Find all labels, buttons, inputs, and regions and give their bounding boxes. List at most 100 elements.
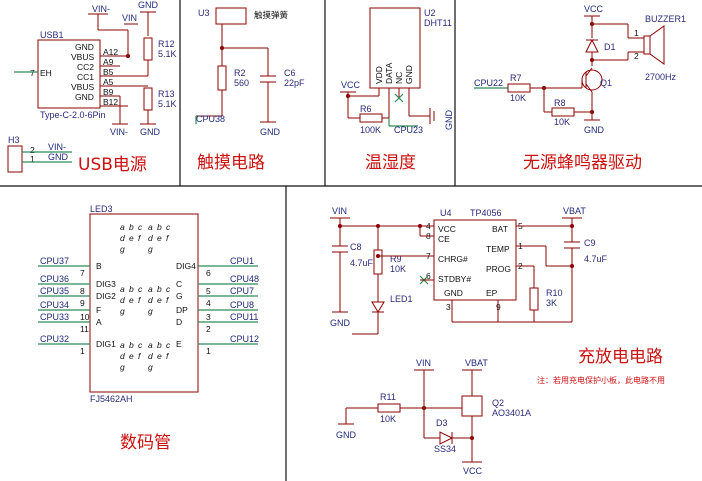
display-left-net: CPU34 — [40, 300, 69, 310]
display-right-pin: G — [176, 291, 183, 301]
u4-left-3: STDBY# — [438, 274, 471, 284]
u4-lnum-3: 6 — [426, 271, 431, 281]
display-left-num: 7 — [80, 268, 85, 278]
u4-right-1: TEMP — [486, 244, 510, 254]
r11-val: 10K — [380, 414, 396, 424]
display-left-net: CPU35 — [40, 286, 69, 296]
u4-lnum-4: 3 — [446, 302, 451, 312]
temp-section: U2 DHT11 VDD DATA NC GND VCC R6 100K CPU… — [340, 7, 454, 135]
display-left-net: CPU33 — [40, 312, 69, 322]
r10-ref: R10 — [546, 288, 563, 298]
buzzer-vcc: VCC — [584, 4, 604, 14]
usb-section: USB1 GND VBUS CC2 CC1 VBUS GND A12 A9 B5… — [7, 0, 177, 173]
display-right-net: CPU11 — [230, 312, 258, 322]
q2-ref: Q2 — [492, 398, 504, 408]
usb-eh-num: 7 — [30, 68, 35, 78]
d1-ref: D1 — [604, 42, 616, 52]
title-charge: 充放电电路 — [578, 347, 663, 367]
segment-label: c — [138, 340, 143, 350]
usb-pin-3: CC1 — [77, 72, 94, 82]
temp-gnd: GND — [444, 110, 454, 131]
segment-label: d — [148, 295, 153, 305]
r12-body — [143, 37, 153, 61]
r11-ref: R11 — [380, 392, 396, 402]
usb-num-3: A5 — [103, 77, 114, 87]
r9-body — [373, 249, 383, 275]
h3-body — [7, 145, 23, 173]
usb-eh: EH — [40, 68, 52, 78]
display-right-net: CPU48 — [230, 274, 259, 284]
usb-vin2: VIN — [122, 13, 137, 23]
segment-label: a — [148, 284, 153, 294]
buzzer-section: VCC D1 1 2 BUZZER1 2700Hz Q1 GND CPU22 R… — [474, 4, 686, 135]
display-left-pin: B — [96, 261, 102, 271]
display-right-net: CPU1 — [230, 256, 254, 266]
usb-num-0: A12 — [103, 47, 118, 57]
led1-diode — [371, 301, 385, 313]
segment-label: f — [138, 351, 142, 361]
r10-val: 3K — [546, 298, 557, 308]
u4-left-4: GND — [444, 288, 463, 298]
display-left-net: CPU32 — [40, 334, 69, 344]
r8-val: 10K — [554, 117, 570, 127]
q2-vbat: VBAT — [465, 358, 488, 368]
r6-val: 100K — [360, 125, 381, 135]
u4-right-2: PROG — [486, 264, 511, 274]
segment-label: c — [138, 222, 143, 232]
h3-pin-1: 1 — [30, 154, 35, 164]
r7-ref: R7 — [510, 73, 522, 83]
segment-label: c — [138, 284, 143, 294]
display-right-pin: DP — [176, 305, 188, 315]
r8-body — [551, 107, 575, 117]
segment-label: f — [138, 295, 142, 305]
display-right-num: 5 — [206, 286, 211, 296]
usb-vin-top: VIN- — [92, 4, 110, 14]
display-right-pin: E — [176, 339, 182, 349]
r11-body — [377, 403, 401, 413]
h3-net-1: GND — [48, 152, 69, 162]
segment-label: b — [157, 340, 162, 350]
r11-gnd: GND — [336, 430, 357, 440]
q2-mosfet — [461, 395, 483, 417]
display-right-net: CPU12 — [230, 334, 259, 344]
segment-label: g — [148, 306, 153, 316]
r8-ref: R8 — [554, 98, 566, 108]
display-right-pin: D — [176, 317, 182, 327]
segment-label: e — [157, 233, 162, 243]
usb-pin-1: VBUS — [71, 52, 94, 62]
c6-ref: C6 — [284, 68, 296, 78]
display-right-pin: DIG4 — [176, 261, 196, 271]
c8-val: 4.7uF — [350, 258, 374, 268]
u4-left-2: CHRG# — [438, 254, 468, 264]
u2-pin-data: DATA — [384, 62, 394, 84]
d3-ref: D3 — [436, 418, 448, 428]
buzzer-horn-icon — [649, 25, 665, 65]
q2-val: AO3401A — [492, 408, 531, 418]
display-right-pin: C — [176, 279, 182, 289]
u4-body — [433, 219, 517, 301]
segment-label: f — [166, 295, 170, 305]
usb-gnd-top: GND — [138, 0, 159, 10]
usb-num-5: B12 — [103, 97, 118, 107]
led1-ref: LED1 — [390, 294, 413, 304]
r6-body — [359, 113, 383, 123]
led3-body — [89, 213, 199, 393]
display-right-num: 2 — [206, 324, 211, 334]
segment-label: a — [148, 222, 153, 232]
segment-label: b — [129, 340, 134, 350]
segment-label: b — [157, 222, 162, 232]
r12-val: 5.1K — [158, 49, 177, 59]
r2-val: 560 — [234, 78, 249, 88]
d3-diode — [439, 431, 454, 445]
r9-ref: R9 — [390, 254, 402, 264]
r10-body — [529, 287, 539, 311]
segment-label: b — [129, 284, 134, 294]
buzzer-freq: 2700Hz — [645, 72, 677, 82]
title-temp: 温湿度 — [365, 153, 416, 173]
segment-label: c — [166, 284, 171, 294]
buzzer-pin-1: 1 — [634, 28, 639, 38]
